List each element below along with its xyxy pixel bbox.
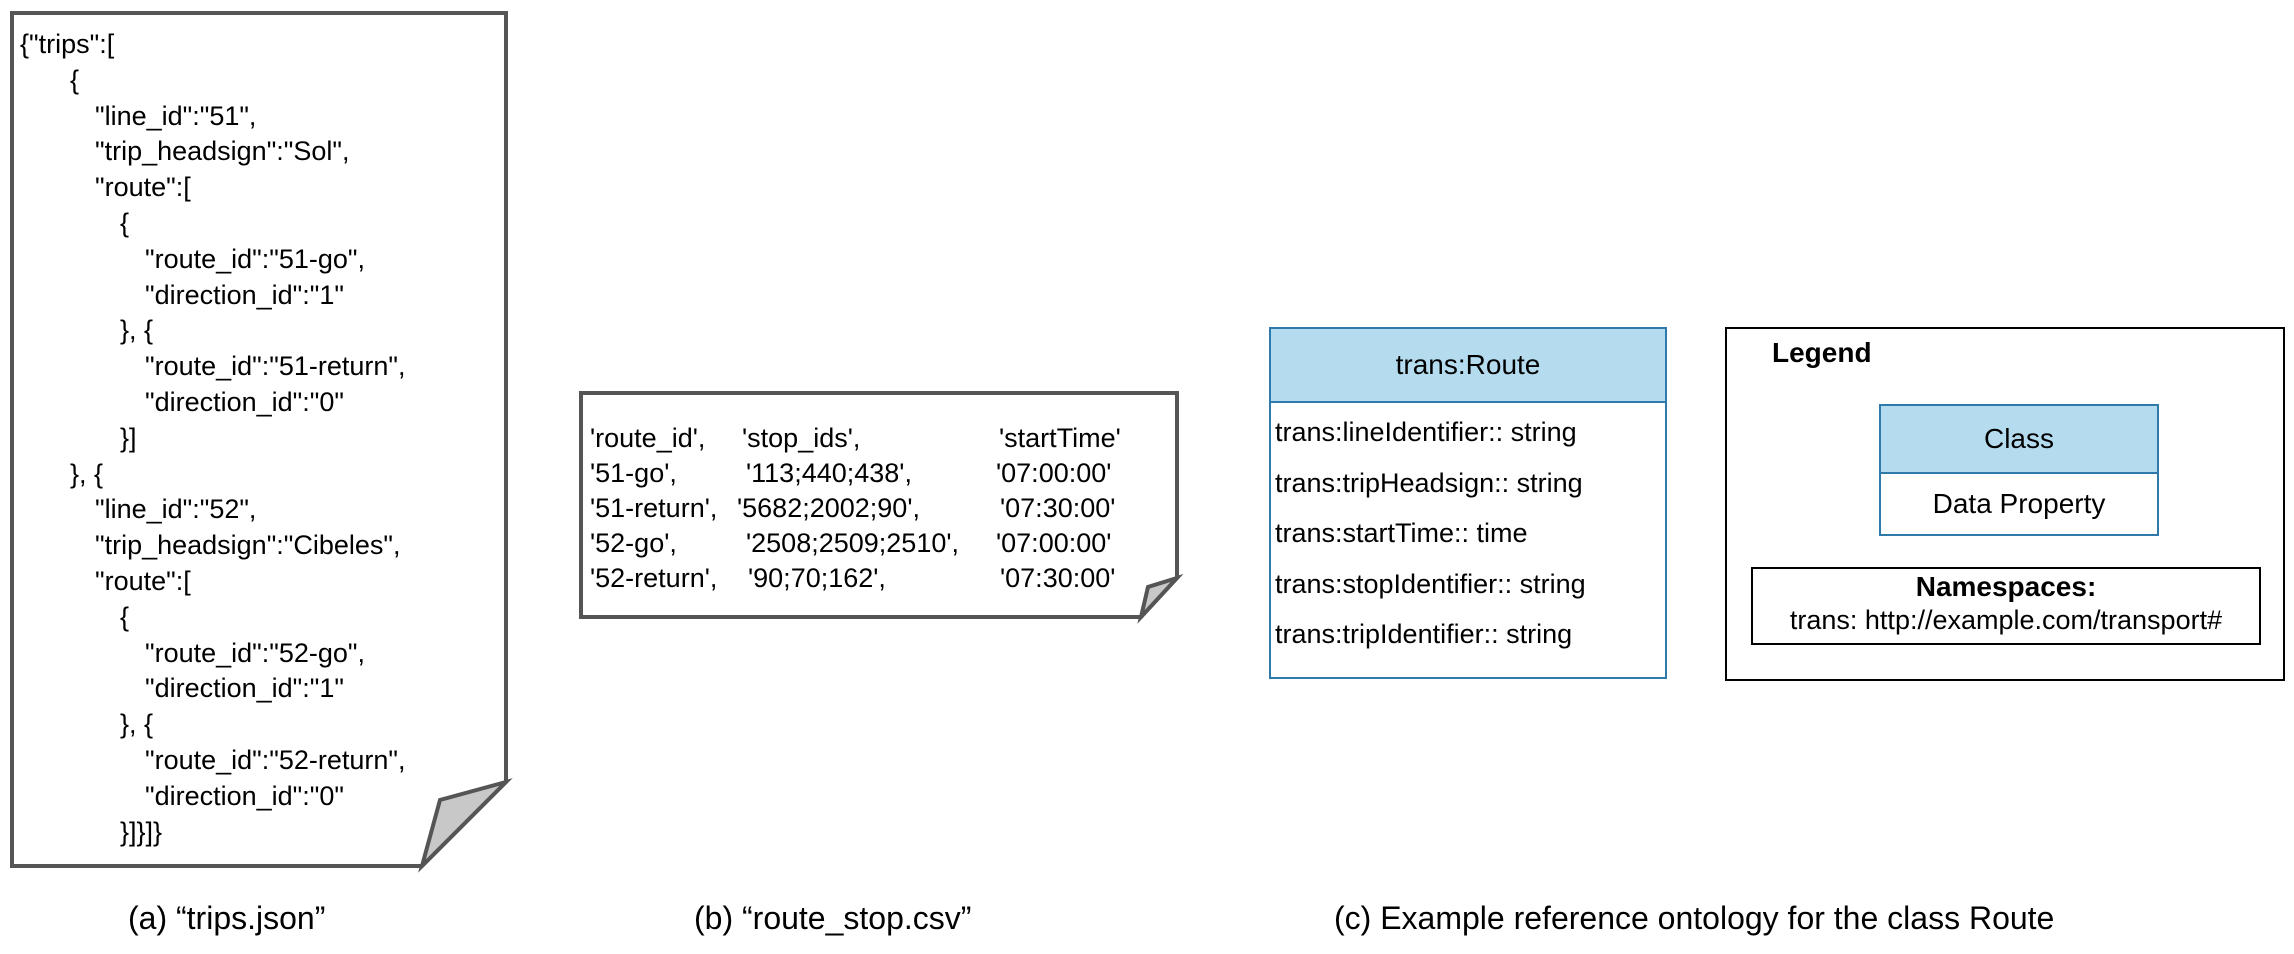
namespaces-title: Namespaces: [1915, 571, 2097, 602]
namespace-value: trans: http://example.com/transport# [1789, 605, 2223, 635]
json-line: "route":[ [95, 172, 191, 203]
json-line: }, { [120, 315, 154, 346]
json-line: }] [120, 422, 137, 453]
csv-content: 'route_id', 'stop_ids', 'startTime' '51-… [590, 421, 1170, 596]
csv-cell: '07:30:00' [1000, 493, 1116, 523]
json-line: "route_id":"51-go", [145, 243, 365, 274]
legend-class-sample: Class Data Property [1879, 404, 2159, 536]
data-property: trans:tripIdentifier:: string [1275, 619, 1573, 649]
json-line: { [70, 64, 80, 95]
data-property: trans:lineIdentifier:: string [1275, 417, 1577, 447]
caption-b: (b) “route_stop.csv” [694, 900, 972, 936]
json-line: "direction_id":"0" [145, 387, 344, 417]
json-line: "line_id":"52", [95, 494, 257, 525]
legend: Legend Class Data Property Namespaces: t… [1725, 327, 2285, 681]
csv-cell: '5682;2002;90', [737, 493, 920, 523]
json-line: "direction_id":"0" [145, 780, 344, 811]
csv-cell: '51-go', [590, 458, 677, 488]
legend-title: Legend [1772, 337, 1872, 368]
json-line: "trip_headsign":"Sol", [95, 136, 350, 167]
json-document-fold [418, 778, 513, 873]
class-name: trans:Route [1271, 329, 1665, 403]
csv-cell: '90;70;162', [748, 563, 886, 593]
json-line: "route_id":"52-go", [145, 637, 365, 668]
data-property: trans:tripHeadsign:: string [1275, 467, 1583, 498]
csv-row: '51-return', '5682;2002;90', '07:30:00' [590, 491, 1170, 526]
csv-cell: '51-return', [590, 493, 718, 523]
csv-row: '52-return', '90;70;162', '07:30:00' [590, 561, 1170, 596]
route-class-box: trans:Route trans:lineIdentifier:: strin… [1269, 327, 1667, 679]
csv-row: '51-go', '113;440;438', '07:00:00' [590, 456, 1170, 491]
json-line: "trip_headsign":"Cibeles", [95, 530, 401, 561]
csv-cell: 'stop_ids', [742, 423, 861, 453]
legend-class-label: Class [1881, 406, 2157, 474]
json-line: "line_id":"51", [95, 100, 257, 131]
csv-cell: '07:30:00' [1000, 563, 1116, 593]
csv-cell: '2508;2509;2510', [746, 528, 960, 558]
csv-cell: 'startTime' [999, 423, 1121, 453]
csv-cell: '52-return', [590, 563, 718, 593]
json-line: }]}]} [120, 816, 163, 847]
csv-row: '52-go', '2508;2509;2510', '07:00:00' [590, 526, 1170, 561]
csv-cell: '07:00:00' [996, 458, 1112, 488]
data-property-list: trans:lineIdentifier:: string trans:trip… [1271, 403, 1665, 660]
json-line: }, { [120, 709, 154, 740]
legend-property-label: Data Property [1932, 488, 2106, 519]
csv-cell: '07:00:00' [996, 528, 1112, 558]
csv-cell: 'route_id', [590, 423, 706, 453]
json-line: {"trips":[ [20, 29, 115, 59]
csv-row: 'route_id', 'stop_ids', 'startTime' [590, 421, 1170, 456]
json-line: { [120, 208, 130, 238]
csv-cell: '52-go', [590, 528, 677, 558]
json-line: "direction_id":"1" [145, 673, 344, 704]
data-property: trans:stopIdentifier:: string [1275, 568, 1586, 599]
csv-cell: '113;440;438', [746, 458, 912, 488]
caption-c: (c) Example reference ontology for the c… [1334, 900, 2055, 936]
csv-document-fold [1137, 573, 1184, 624]
json-line: "route_id":"51-return", [145, 351, 406, 382]
json-line: }, { [70, 458, 104, 489]
data-property: trans:startTime:: time [1275, 518, 1528, 548]
json-line: "direction_id":"1" [145, 279, 344, 310]
json-line: "route_id":"52-return", [145, 745, 406, 775]
caption-a: (a) “trips.json” [128, 900, 326, 936]
namespaces-box: Namespaces: trans: http://example.com/tr… [1751, 567, 2261, 645]
json-line: "route":[ [95, 566, 191, 596]
json-line: { [120, 601, 130, 632]
